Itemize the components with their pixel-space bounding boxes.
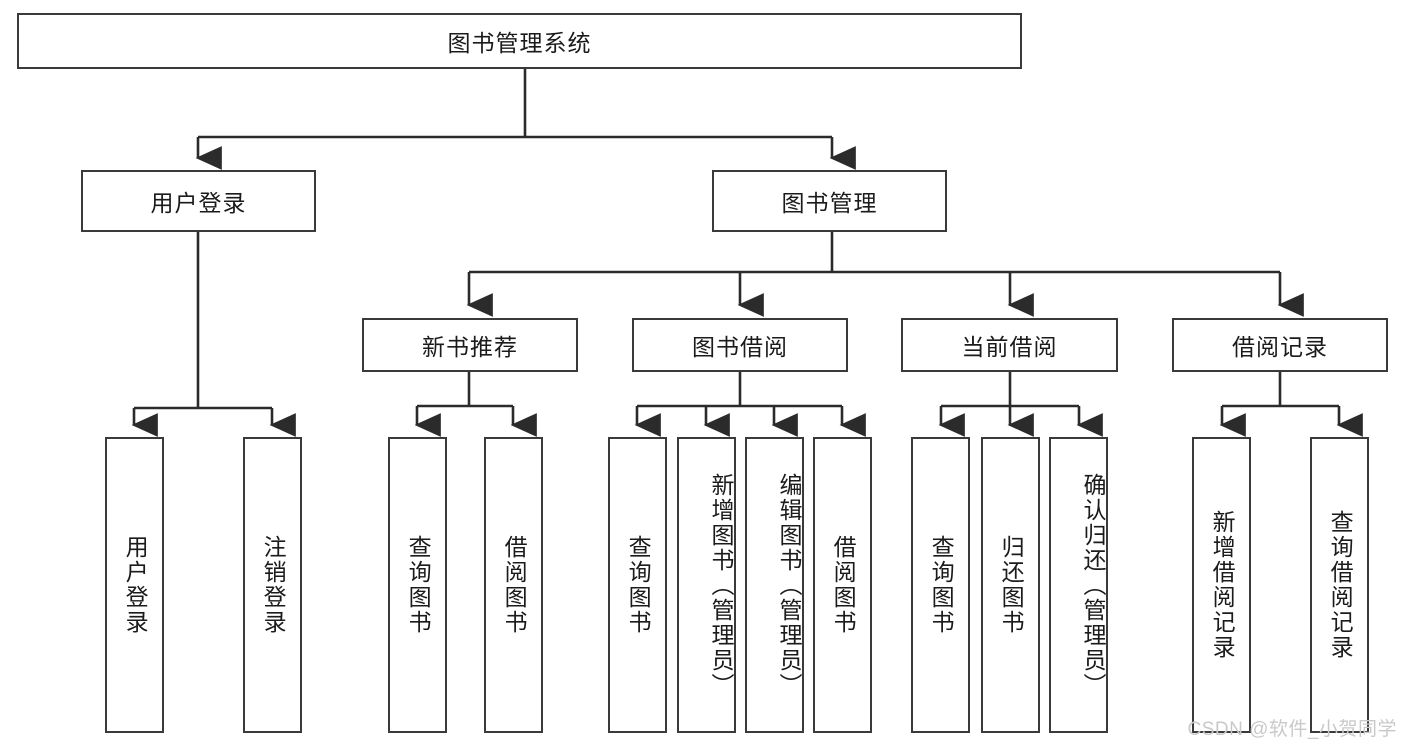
leaf-query-borrow-record[interactable]: 查询借阅记录 — [1310, 437, 1369, 733]
node-label: 归还图书 — [998, 535, 1025, 635]
node-label: 用户登录 — [122, 535, 149, 635]
node-label: 用户登录 — [150, 190, 247, 216]
node-root-system[interactable]: 图书管理系统 — [17, 13, 1022, 69]
leaf-borrow-books-recommend[interactable]: 借阅图书 — [484, 437, 543, 733]
leaf-logout[interactable]: 注销登录 — [243, 437, 302, 733]
node-label: 确认归还（管理员） — [1080, 472, 1106, 698]
node-label: 借阅记录 — [1232, 334, 1328, 360]
node-label: 当前借阅 — [961, 334, 1058, 360]
node-label: 图书借阅 — [692, 334, 788, 360]
node-label: 图书管理系统 — [447, 30, 592, 56]
node-label: 查询图书 — [405, 535, 432, 635]
leaf-borrow-books[interactable]: 借阅图书 — [813, 437, 872, 733]
leaf-return-books[interactable]: 归还图书 — [981, 437, 1040, 733]
leaf-add-borrow-record[interactable]: 新增借阅记录 — [1192, 437, 1251, 733]
leaf-query-books-recommend[interactable]: 查询图书 — [388, 437, 447, 733]
node-label: 借阅图书 — [501, 535, 528, 635]
node-current-borrow[interactable]: 当前借阅 — [901, 318, 1118, 372]
node-label: 借阅图书 — [830, 535, 857, 635]
leaf-query-books-current[interactable]: 查询图书 — [911, 437, 970, 733]
node-label: 查询借阅记录 — [1327, 510, 1354, 660]
node-label: 新书推荐 — [422, 334, 518, 360]
leaf-edit-book-admin[interactable]: 编辑图书（管理员） — [745, 437, 804, 733]
node-label: 编辑图书（管理员） — [776, 472, 802, 698]
node-book-borrow[interactable]: 图书借阅 — [632, 318, 848, 372]
node-label: 新增借阅记录 — [1209, 510, 1236, 660]
node-label: 注销登录 — [260, 535, 287, 635]
node-book-management[interactable]: 图书管理 — [712, 170, 947, 232]
leaf-add-book-admin[interactable]: 新增图书（管理员） — [677, 437, 736, 733]
node-user-login[interactable]: 用户登录 — [81, 170, 316, 232]
node-label: 图书管理 — [781, 190, 878, 216]
watermark-text: CSDN @软件_小贺同学 — [1187, 719, 1397, 740]
leaf-user-login[interactable]: 用户登录 — [105, 437, 164, 733]
node-label: 新增图书（管理员） — [708, 472, 734, 698]
leaf-query-books-borrow[interactable]: 查询图书 — [608, 437, 667, 733]
node-new-book-recommend[interactable]: 新书推荐 — [362, 318, 578, 372]
node-label: 查询图书 — [928, 535, 955, 635]
node-label: 查询图书 — [625, 535, 652, 635]
leaf-confirm-return-admin[interactable]: 确认归还（管理员） — [1049, 437, 1108, 733]
node-borrow-record[interactable]: 借阅记录 — [1172, 318, 1388, 372]
